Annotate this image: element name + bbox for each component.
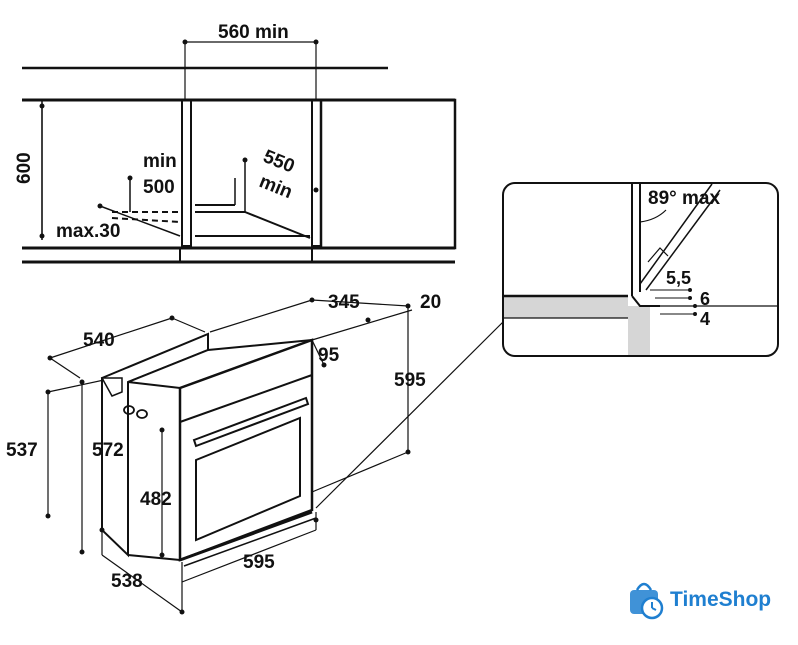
oven-door-height-label: 482 (140, 489, 172, 510)
oven-door-depth-label: 345 (328, 292, 360, 313)
cabinet-min-label: min (143, 151, 177, 172)
detail-6-label: 6 (700, 289, 710, 309)
oven-dim-points (45, 297, 411, 615)
watermark-brand: TimeShop (670, 588, 771, 611)
detail-callout (502, 182, 779, 357)
oven-body-height-label: 572 (92, 440, 124, 461)
oven-drawing (100, 332, 317, 567)
oven-dim-lines (47, 299, 506, 613)
oven-front-height-label: 595 (394, 370, 426, 391)
cabinet-max30-label: max.30 (56, 221, 120, 242)
oven-side-height-label: 537 (6, 440, 38, 461)
shopping-bag-clock-icon (630, 582, 664, 620)
cabinet-drawing (22, 41, 457, 264)
detail-angle-label: 89° max (648, 188, 720, 209)
cabinet-dim-points (39, 39, 319, 239)
cabinet-depth-500-label: 500 (143, 177, 175, 198)
oven-bottom-depth-label: 538 (111, 571, 143, 592)
detail-gap-label: 5,5 (666, 268, 691, 288)
oven-handle-depth-label: 20 (420, 292, 441, 313)
oven-width-label: 595 (243, 552, 275, 573)
oven-top-offset-label: 95 (318, 345, 340, 366)
oven-total-depth-label: 540 (83, 330, 115, 351)
cabinet-height-label: 600 (14, 152, 35, 184)
cabinet-width-label: 560 min (218, 22, 289, 43)
detail-4-label: 4 (700, 309, 710, 329)
